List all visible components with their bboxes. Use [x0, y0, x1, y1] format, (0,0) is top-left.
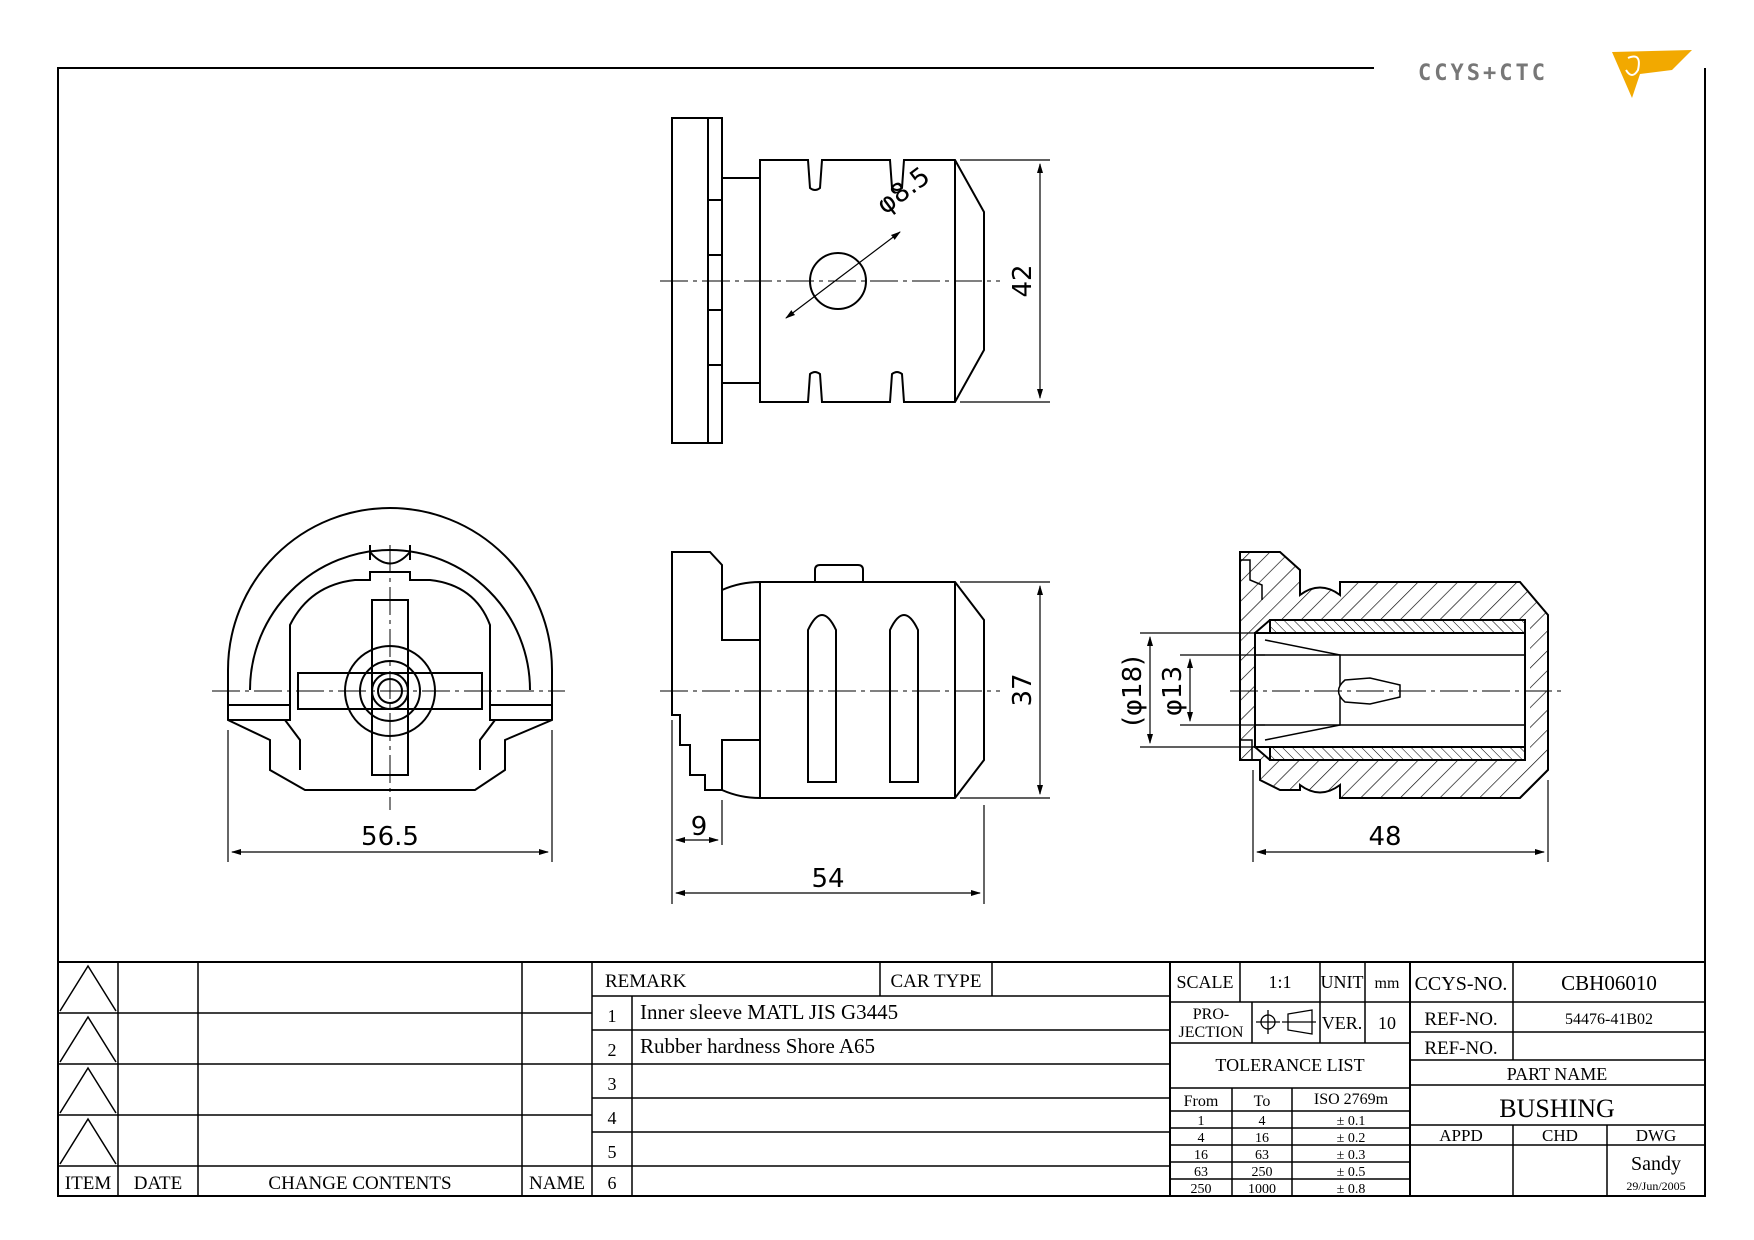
rev-header-name: NAME	[529, 1173, 585, 1194]
projection-label-1: PRO-	[1193, 1006, 1229, 1023]
part-name: BUSHING	[1499, 1094, 1615, 1123]
tol-row-4-to: 250	[1252, 1165, 1273, 1180]
front-view	[212, 507, 565, 862]
tol-row-5-from: 250	[1191, 1182, 1212, 1197]
ref2-label: REF-NO.	[1424, 1038, 1497, 1059]
appd-label: APPD	[1439, 1126, 1482, 1145]
dim-front-width: 56.5	[361, 822, 419, 852]
tol-row-2-from: 4	[1198, 1131, 1205, 1146]
ccys-value: CBH06010	[1561, 971, 1657, 995]
dim-section-outer-dia: (φ18)	[1118, 656, 1148, 727]
remark-no-5: 5	[608, 1142, 617, 1162]
dim-side-height: 37	[1008, 673, 1038, 706]
remark-header: REMARK	[605, 971, 687, 992]
remark-no-4: 4	[608, 1108, 617, 1128]
tol-header-to: To	[1254, 1093, 1271, 1110]
remark-text-1: Inner sleeve MATL JIS G3445	[640, 1000, 898, 1024]
dwg-name: Sandy	[1631, 1153, 1681, 1175]
top-view	[660, 117, 1050, 444]
scale-value: 1:1	[1268, 972, 1291, 992]
ref1-label: REF-NO.	[1424, 1009, 1497, 1030]
logo-mark-icon	[1612, 50, 1692, 98]
tol-header-from: From	[1184, 1093, 1219, 1110]
dwg-label: DWG	[1636, 1126, 1677, 1145]
tol-row-1-iso: ± 0.1	[1337, 1114, 1366, 1129]
tol-row-3-from: 16	[1194, 1148, 1208, 1163]
tol-row-3-iso: ± 0.3	[1337, 1148, 1366, 1163]
rev-header-change: CHANGE CONTENTS	[268, 1173, 451, 1194]
tol-row-1-to: 4	[1259, 1114, 1266, 1129]
unit-value: mm	[1375, 975, 1400, 992]
dwg-date: 29/Jun/2005	[1626, 1179, 1685, 1193]
tol-row-2-to: 16	[1255, 1131, 1269, 1146]
dim-top-height: 42	[1008, 264, 1038, 297]
tol-row-3-to: 63	[1255, 1148, 1269, 1163]
tolerance-title: TOLERANCE LIST	[1215, 1055, 1364, 1075]
tol-row-5-iso: ± 0.8	[1337, 1182, 1366, 1197]
sheet-border	[57, 67, 1706, 1197]
tol-row-4-from: 63	[1194, 1165, 1208, 1180]
tol-row-5-to: 1000	[1248, 1182, 1276, 1197]
tol-row-1-from: 1	[1198, 1114, 1205, 1129]
dim-side-length: 54	[811, 864, 844, 894]
tol-row-2-iso: ± 0.2	[1337, 1131, 1366, 1146]
logo-text: CCYS+CTC	[1418, 61, 1548, 86]
tol-header-iso: ISO 2769m	[1314, 1091, 1389, 1108]
section-view	[1140, 551, 1565, 862]
remark-no-1: 1	[608, 1006, 617, 1026]
part-name-label: PART NAME	[1507, 1064, 1607, 1084]
dim-section-length: 48	[1368, 822, 1401, 852]
company-logo: CCYS+CTC	[1418, 50, 1692, 98]
projection-label-2: JECTION	[1179, 1024, 1244, 1041]
ccys-label: CCYS-NO.	[1415, 973, 1508, 995]
rev-header-date: DATE	[134, 1173, 183, 1194]
dim-side-flange: 9	[691, 812, 708, 842]
car-type-label: CAR TYPE	[891, 971, 982, 992]
projection-symbol-icon	[1256, 1009, 1316, 1035]
chd-label: CHD	[1542, 1126, 1578, 1145]
ver-label: VER.	[1322, 1013, 1363, 1033]
side-view	[660, 551, 1050, 904]
remark-text-2: Rubber hardness Shore A65	[640, 1034, 875, 1058]
unit-label: UNIT	[1321, 972, 1364, 992]
title-block-lines	[58, 961, 1705, 1196]
rev-header-item: ITEM	[65, 1173, 112, 1194]
ver-value: 10	[1378, 1013, 1396, 1033]
remark-no-6: 6	[608, 1173, 617, 1193]
ref1-value: 54476-41B02	[1565, 1011, 1653, 1028]
remark-no-2: 2	[608, 1040, 617, 1060]
tol-row-4-iso: ± 0.5	[1337, 1165, 1366, 1180]
remark-no-3: 3	[608, 1074, 617, 1094]
dim-section-inner-dia: φ13	[1158, 666, 1188, 716]
tolerance-rows: 1 4 ± 0.1 4 16 ± 0.2 16 63 ± 0.3 63 250 …	[1191, 1114, 1366, 1197]
scale-label: SCALE	[1176, 972, 1233, 992]
